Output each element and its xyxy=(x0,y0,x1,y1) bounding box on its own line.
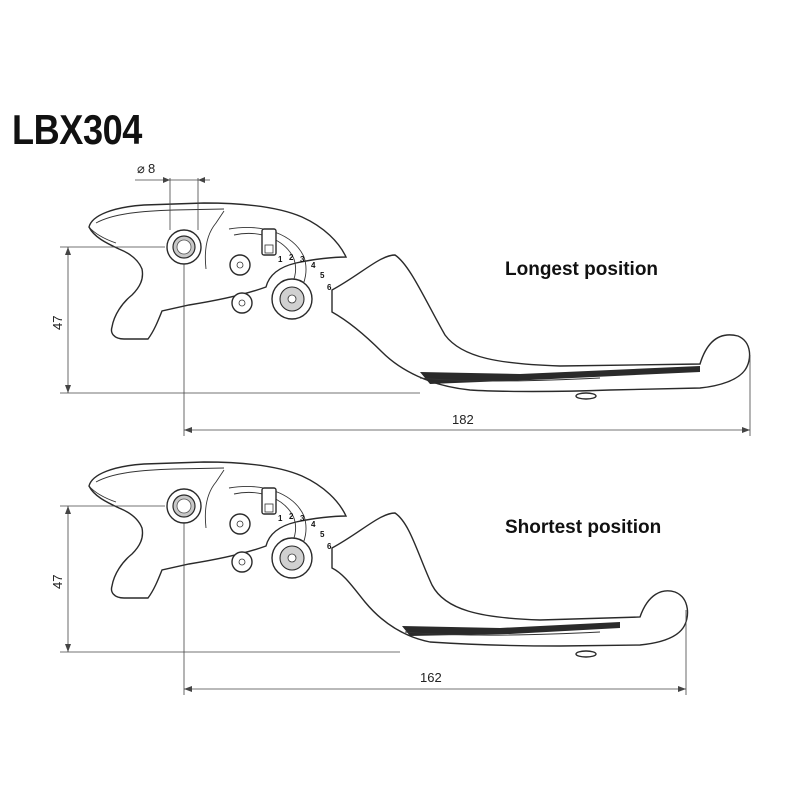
dimensions-shortest: 47 162 xyxy=(50,505,687,695)
dimensions-longest: ⌀ 8 47 182 xyxy=(50,161,751,436)
height-dimension-shortest: 47 xyxy=(50,575,65,589)
scale-digit: 2 xyxy=(289,253,294,262)
scale-digit: 1 xyxy=(278,514,283,523)
scale-digit: 5 xyxy=(320,530,325,539)
scale-digit: 6 xyxy=(327,283,332,292)
scale-digit: 3 xyxy=(300,255,305,264)
diameter-value: 8 xyxy=(148,161,155,176)
lever-longest-drawing xyxy=(88,202,751,400)
length-dimension-longest: 182 xyxy=(452,412,474,427)
lever-shortest-drawing xyxy=(88,461,689,658)
diameter-symbol: ⌀ xyxy=(137,161,145,176)
scale-digit: 6 xyxy=(327,542,332,551)
longest-position-label: Longest position xyxy=(505,259,659,280)
scale-digit: 1 xyxy=(278,255,283,264)
scale-digit: 2 xyxy=(289,512,294,521)
height-dimension-longest: 47 xyxy=(50,316,65,330)
scale-digit: 4 xyxy=(311,261,316,270)
drawing-title: LBX304 xyxy=(12,106,142,153)
scale-digit: 4 xyxy=(311,520,316,529)
length-dimension-shortest: 162 xyxy=(420,670,442,685)
scale-digit: 3 xyxy=(300,514,305,523)
shortest-position-label: Shortest position xyxy=(505,517,662,538)
scale-digit: 5 xyxy=(320,271,325,280)
